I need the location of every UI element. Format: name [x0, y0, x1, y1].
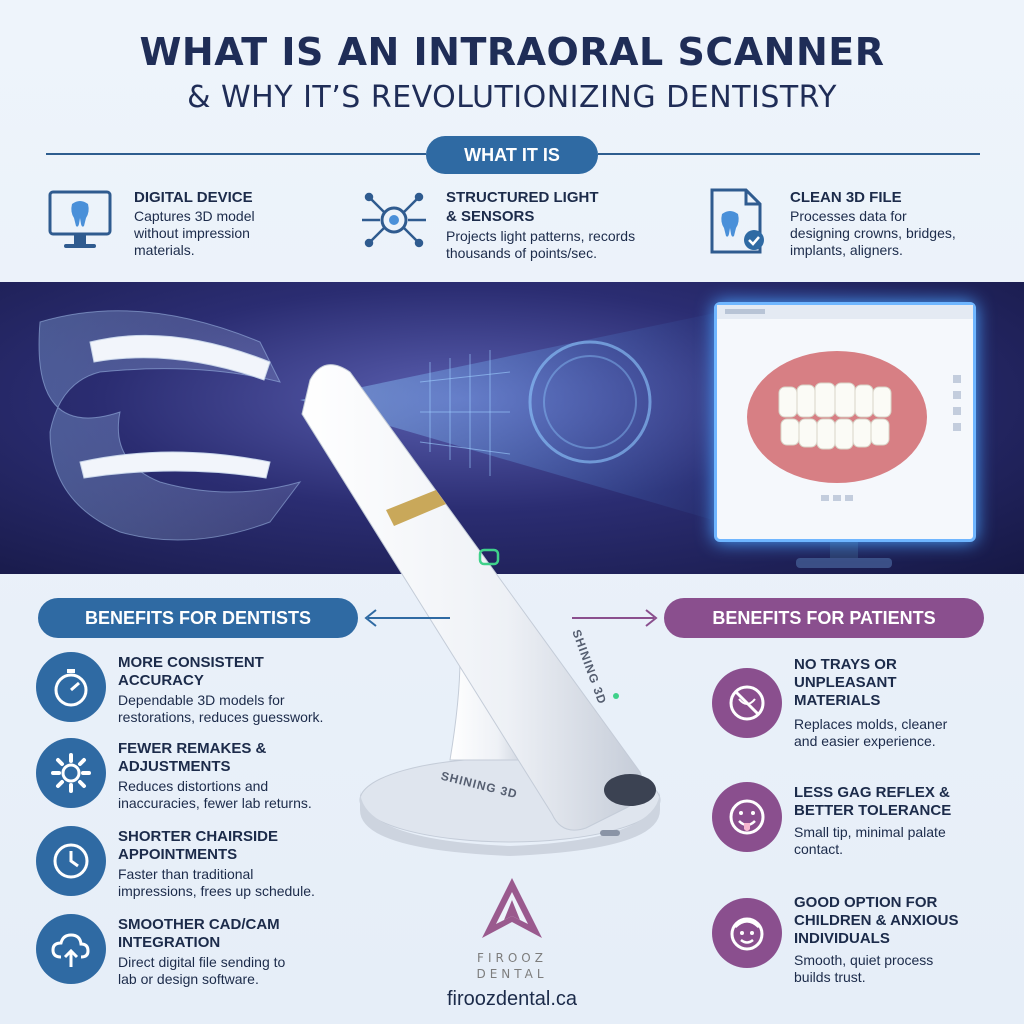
benefit-text: restorations, reduces guesswork. — [118, 709, 324, 725]
logo-name: FIROOZ — [477, 951, 547, 965]
dental-model-3d — [717, 305, 973, 501]
benefit-text: inaccuracies, fewer lab returns. — [118, 795, 312, 811]
software-monitor — [714, 302, 976, 542]
patients-section-label: BENEFITS FOR PATIENTS — [664, 598, 984, 638]
benefit-text: Faster than traditional — [118, 866, 254, 882]
divider-left — [46, 153, 426, 155]
benefit-text: impressions, frees up schedule. — [118, 883, 315, 899]
what-it-is-label: WHAT IT IS — [426, 136, 598, 174]
what-item-structured-light: STRUCTURED LIGHT & SENSORS Projects ligh… — [358, 186, 688, 276]
what-item-text: materials. — [134, 242, 195, 258]
arrow-right-icon — [572, 609, 658, 627]
gear-icon — [36, 738, 106, 808]
benefit-title: SMOOTHER CAD/CAM — [118, 916, 280, 933]
benefit-text: and easier experience. — [794, 733, 936, 749]
benefit-text: Reduces distortions and — [118, 778, 269, 794]
patient-benefit-no-trays: NO TRAYS OR UNPLEASANT MATERIALS Replace… — [712, 654, 1012, 754]
benefit-title: FEWER REMAKES & — [118, 740, 267, 757]
what-item-title: STRUCTURED LIGHT — [446, 189, 599, 206]
stopwatch-icon — [36, 652, 106, 722]
clock-icon — [36, 826, 106, 896]
benefit-title: ACCURACY — [118, 672, 204, 689]
benefit-text: Small tip, minimal palate — [794, 824, 946, 840]
benefit-text: lab or design software. — [118, 971, 259, 987]
no-tray-icon — [712, 668, 782, 738]
divider-right — [598, 153, 980, 155]
what-item-title: & SENSORS — [446, 208, 535, 225]
benefit-text: Dependable 3D models for — [118, 692, 285, 708]
dentists-section-label: BENEFITS FOR DENTISTS — [38, 598, 358, 638]
what-item-text: designing crowns, bridges, — [790, 225, 956, 241]
benefit-title: INDIVIDUALS — [794, 930, 890, 947]
logo-subname: DENTAL — [476, 967, 548, 981]
benefit-title: CHILDREN & ANXIOUS — [794, 912, 959, 929]
benefit-title: SHORTER CHAIRSIDE — [118, 828, 279, 845]
file-tooth-icon — [710, 188, 764, 254]
page-title: WHAT IS AN INTRAORAL SCANNER — [139, 30, 885, 74]
scan-beam — [300, 312, 720, 522]
benefit-title: APPOINTMENTS — [118, 846, 238, 863]
firooz-dental-logo — [482, 878, 542, 938]
arrow-left-icon — [364, 609, 450, 627]
benefit-text: Replaces molds, cleaner — [794, 716, 948, 732]
what-item-text: Processes data for — [790, 208, 907, 224]
benefit-title: BETTER TOLERANCE — [794, 802, 952, 819]
what-item-title: DIGITAL DEVICE — [134, 189, 253, 206]
benefit-text: Smooth, quiet process — [794, 952, 934, 968]
benefit-title: LESS GAG REFLEX & — [794, 784, 950, 801]
benefit-title: MORE CONSISTENT — [118, 654, 264, 671]
hero-band — [0, 282, 1024, 574]
website-link[interactable]: firoozdental.ca — [446, 988, 578, 1010]
light-sensor-icon — [362, 192, 426, 248]
child-face-icon — [712, 898, 782, 968]
intraoral-scanner — [301, 364, 661, 856]
patient-benefit-gag-reflex: LESS GAG REFLEX & BETTER TOLERANCE Small… — [712, 782, 1012, 862]
page-subtitle: & WHY IT’S REVOLUTIONIZING DENTISTRY — [187, 80, 837, 115]
what-item-text: implants, aligners. — [790, 242, 903, 258]
what-item-text: Captures 3D model — [134, 208, 255, 224]
benefit-title: INTEGRATION — [118, 934, 221, 951]
what-item-text: thousands of points/sec. — [446, 245, 597, 261]
benefit-title: MATERIALS — [794, 692, 881, 709]
dentist-benefit-cadcam: SMOOTHER CAD/CAM INTEGRATION Direct digi… — [36, 914, 376, 990]
benefit-text: builds trust. — [794, 969, 866, 985]
monitor-tooth-icon — [48, 190, 112, 248]
hero-illustration — [38, 310, 892, 568]
what-item-text: Projects light patterns, records — [446, 228, 636, 244]
benefit-text: contact. — [794, 841, 844, 857]
power-indicator — [478, 548, 500, 566]
what-item-title: CLEAN 3D FILE — [790, 189, 902, 206]
patient-benefit-children: GOOD OPTION FOR CHILDREN & ANXIOUS INDIV… — [712, 892, 1012, 992]
what-item-clean-file: CLEAN 3D FILE Processes data for designi… — [702, 186, 1002, 276]
face-tongue-icon — [712, 782, 782, 852]
what-item-text: without impression — [134, 225, 250, 241]
dentist-benefit-remakes: FEWER REMAKES & ADJUSTMENTS Reduces dist… — [36, 738, 376, 814]
benefit-title: NO TRAYS OR — [794, 656, 897, 673]
benefit-title: ADJUSTMENTS — [118, 758, 231, 775]
benefit-title: GOOD OPTION FOR — [794, 894, 938, 911]
dentist-benefit-accuracy: MORE CONSISTENT ACCURACY Dependable 3D m… — [36, 652, 376, 728]
dentist-benefit-appointments: SHORTER CHAIRSIDE APPOINTMENTS Faster th… — [36, 826, 376, 902]
benefit-text: Direct digital file sending to — [118, 954, 286, 970]
what-item-digital-device: DIGITAL DEVICE Captures 3D model without… — [46, 186, 306, 276]
benefit-title: UNPLEASANT — [794, 674, 897, 691]
cloud-upload-icon — [36, 914, 106, 984]
